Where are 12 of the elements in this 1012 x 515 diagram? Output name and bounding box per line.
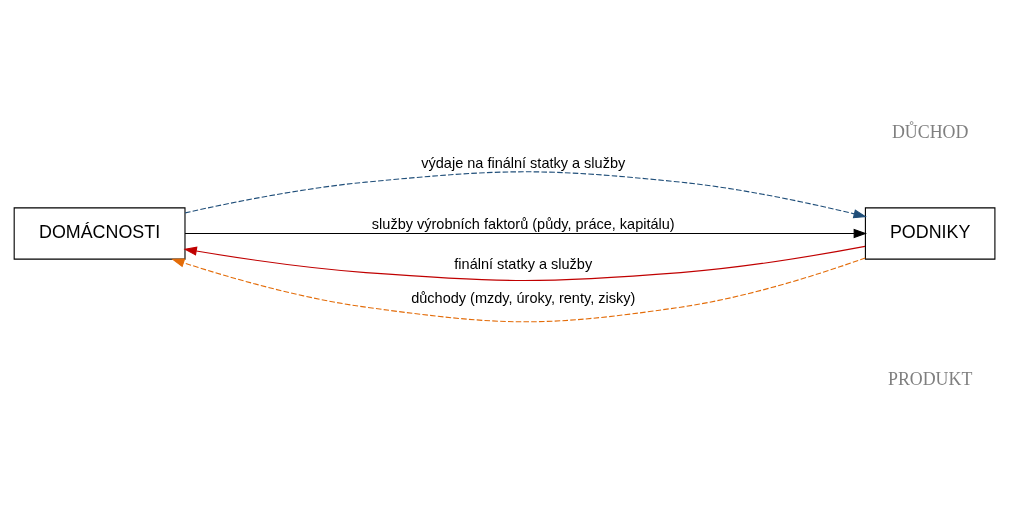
edge-label: služby výrobních faktorů (půdy, práce, kapitálu) bbox=[371, 216, 675, 233]
edge-label: finální statky a služby bbox=[453, 255, 592, 272]
arrow bbox=[170, 257, 866, 323]
label: DŮCHOD bbox=[891, 122, 968, 143]
edge-label: důchody (mzdy, úroky, renty, zisky) bbox=[410, 290, 635, 307]
node-box: DOMÁCNOSTI bbox=[13, 207, 186, 260]
arrow bbox=[184, 228, 867, 239]
arrow bbox=[182, 245, 866, 282]
arrow bbox=[184, 171, 867, 219]
edge-label: výdaje na finální statky a služby bbox=[420, 155, 625, 172]
label: PRODUKT bbox=[887, 369, 972, 390]
node-box: PODNIKY bbox=[864, 207, 995, 260]
